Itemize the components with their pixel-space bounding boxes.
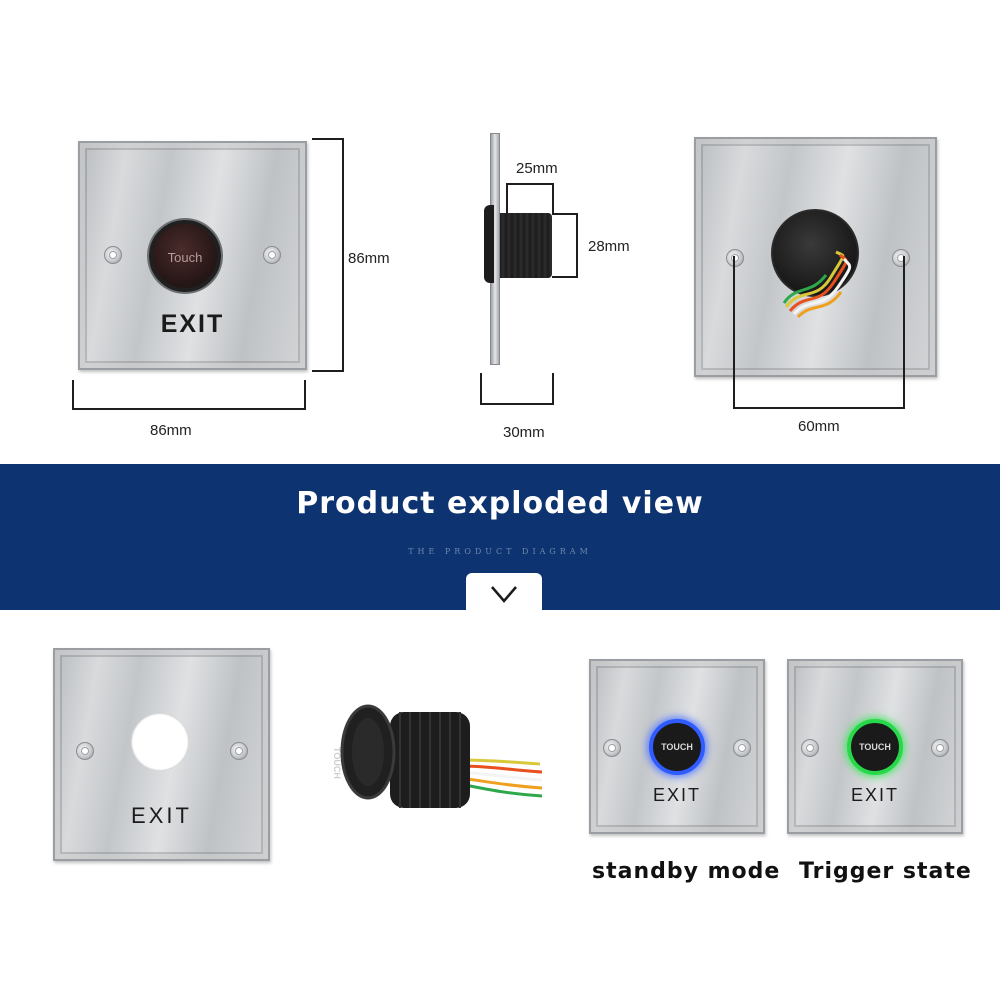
trigger-screw-right xyxy=(931,739,949,757)
dim-line-thread-top xyxy=(552,213,578,215)
chevron-tab xyxy=(466,573,542,610)
dim-line-height-v xyxy=(342,138,344,372)
banner-title: Product exploded view xyxy=(296,486,704,521)
exploded-sensor xyxy=(340,704,543,808)
standby-plate: TOUCH EXIT xyxy=(589,659,765,834)
back-wires xyxy=(782,250,852,319)
back-sensor-body xyxy=(771,209,859,297)
dim-line-height-top xyxy=(312,138,344,140)
dim-line-thread-bottom xyxy=(552,276,578,278)
trigger-screw-left xyxy=(801,739,819,757)
touch-button: Touch xyxy=(149,220,221,292)
trigger-caption: Trigger state xyxy=(799,859,972,884)
dim-line-width-h xyxy=(72,408,306,410)
trigger-touch-label: TOUCH xyxy=(859,742,891,752)
standby-touch-button: TOUCH xyxy=(649,719,705,775)
wire-amber xyxy=(796,291,843,319)
dim-plate-width: 86mm xyxy=(150,422,192,439)
dim-line-depth-left xyxy=(506,183,508,213)
standby-touch-label: TOUCH xyxy=(661,742,693,752)
dim-line-width-right xyxy=(304,380,306,410)
dim-line-height-bottom xyxy=(312,370,344,372)
standby-exit-label: EXIT xyxy=(652,785,701,805)
dim-line-side-left xyxy=(480,373,482,405)
dim-hole-spacing: 60mm xyxy=(798,418,840,435)
trigger-exit-label: EXIT xyxy=(850,785,899,805)
back-plate xyxy=(694,137,937,377)
side-thread-body xyxy=(500,213,552,278)
dim-plate-height: 86mm xyxy=(348,250,390,267)
dim-side-width: 30mm xyxy=(503,424,545,441)
chevron-down-icon xyxy=(491,586,517,603)
banner-subtitle: THE PRODUCT DIAGRAM xyxy=(408,547,592,556)
standby-screw-right xyxy=(733,739,751,757)
dim-line-spacing-right xyxy=(903,256,905,409)
trigger-plate: TOUCH EXIT xyxy=(787,659,963,834)
dim-line-spacing-h xyxy=(733,407,905,409)
wire-green xyxy=(782,274,828,304)
dim-depth: 25mm xyxy=(516,160,558,177)
dim-line-depth-right xyxy=(552,183,554,213)
dim-line-side-h xyxy=(480,403,554,405)
exploded-screw-right xyxy=(230,742,248,760)
exploded-exit-label: EXIT xyxy=(131,803,192,828)
front-plate: Touch EXIT xyxy=(78,141,307,370)
standby-caption: standby mode xyxy=(592,859,781,884)
dim-line-depth-h xyxy=(506,183,554,185)
exit-label: EXIT xyxy=(160,310,225,338)
side-button-cap xyxy=(484,205,494,283)
dim-thread-diameter: 28mm xyxy=(588,238,630,255)
touch-button-label: Touch xyxy=(167,250,203,265)
dim-line-side-right xyxy=(552,373,554,405)
dim-line-thread-v xyxy=(576,213,578,278)
wire-white xyxy=(792,257,852,316)
sensor-touch-text: TOUCH xyxy=(332,747,342,779)
exploded-plate: EXIT xyxy=(53,648,270,861)
back-screw-right xyxy=(892,249,910,267)
sensor-wires xyxy=(459,758,541,766)
trigger-touch-button: TOUCH xyxy=(847,719,903,775)
mounting-hole xyxy=(131,713,189,771)
screw-right xyxy=(263,246,281,264)
back-screw-left xyxy=(726,249,744,267)
screw-left xyxy=(104,246,122,264)
standby-screw-left xyxy=(603,739,621,757)
dim-line-spacing-left xyxy=(733,256,735,409)
exploded-screw-left xyxy=(76,742,94,760)
dim-line-width-left xyxy=(72,380,74,410)
